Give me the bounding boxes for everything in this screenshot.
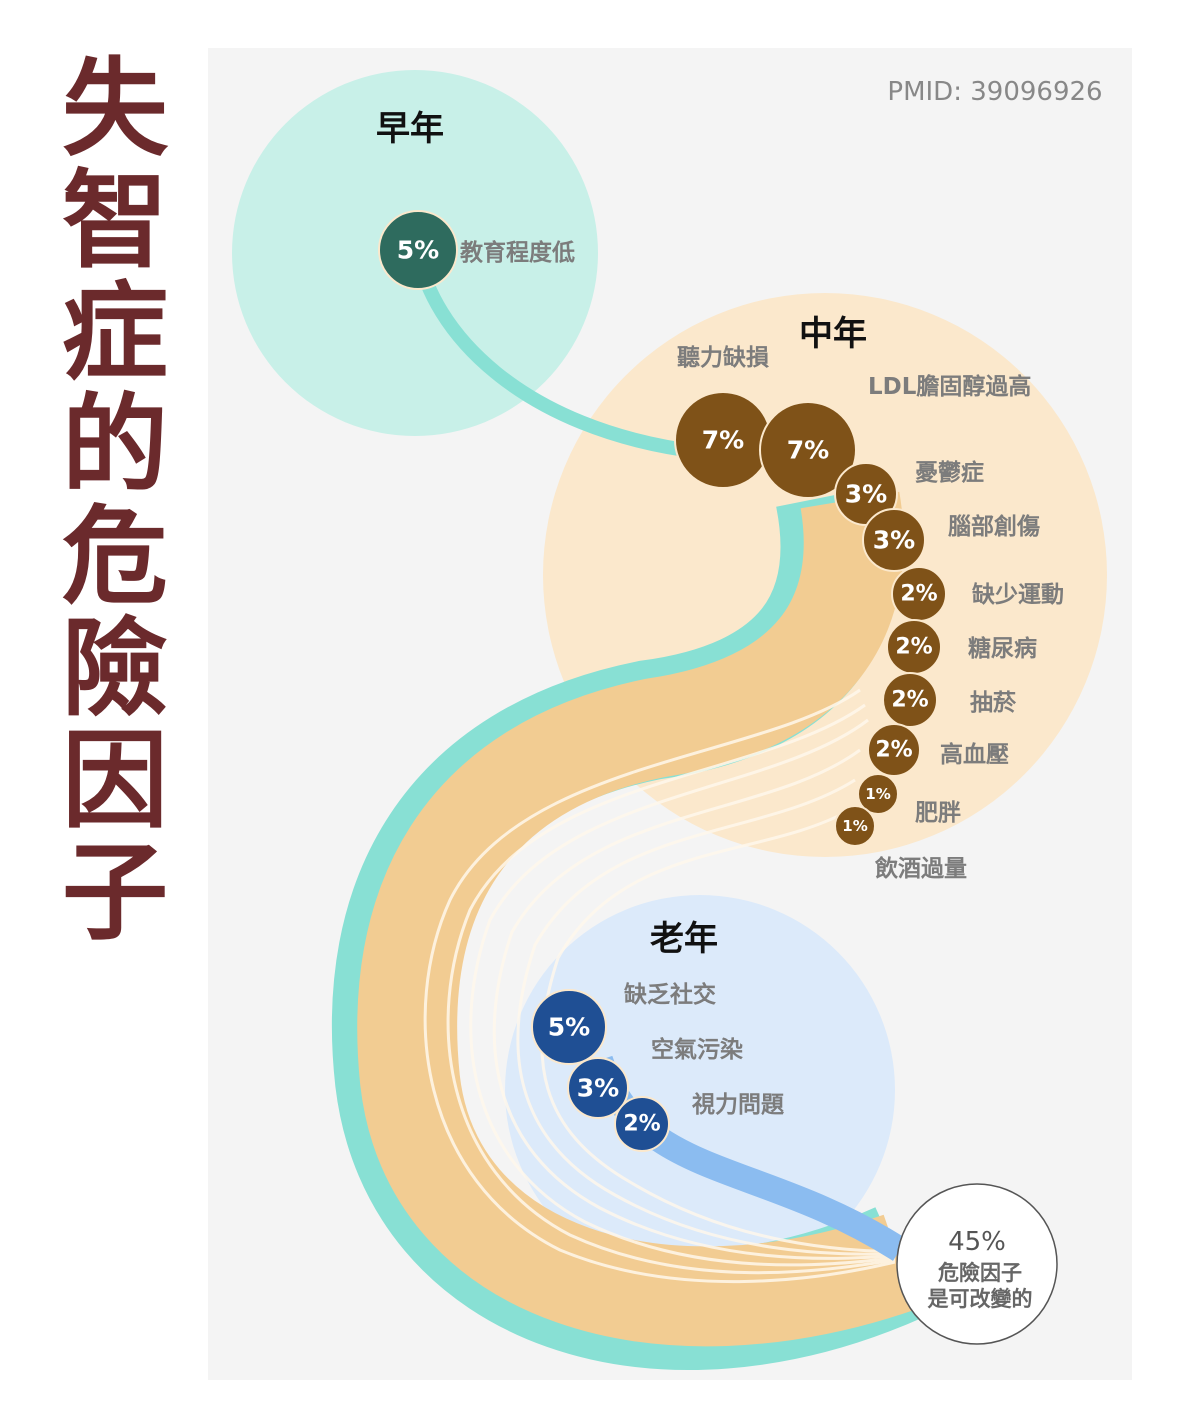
factor-percent: 3% (577, 1074, 619, 1103)
factor-percent: 2% (875, 738, 912, 763)
factor-label: 飲酒過量 (874, 855, 967, 882)
pmid-label: PMID: 39096926 (887, 77, 1102, 107)
factor-label: 肥胖 (915, 799, 961, 826)
factor-bubble (614, 1096, 670, 1152)
factor-mid-6: 2% 抽菸 (882, 672, 1017, 728)
factor-mid-4: 2% 缺少運動 (891, 566, 1064, 622)
factor-mid-3: 3% 腦部創傷 (862, 508, 1040, 572)
factor-percent: 2% (895, 635, 932, 660)
factor-bubble (759, 401, 857, 499)
factor-mid-7: 2% 高血壓 (867, 723, 1009, 777)
factor-label: 糖尿病 (968, 635, 1037, 662)
factor-label: 教育程度低 (460, 239, 575, 266)
factor-percent: 7% (702, 426, 744, 455)
summary-percent: 45% (948, 1227, 1006, 1257)
factor-mid-8: 1% 肥胖 (857, 773, 961, 826)
factor-label: LDL膽固醇過高 (868, 373, 1031, 400)
factor-bubble (867, 723, 921, 777)
factor-percent: 1% (865, 785, 890, 803)
factor-label: 腦部創傷 (948, 513, 1040, 540)
factor-bubble (862, 508, 926, 572)
factor-percent: 5% (548, 1013, 590, 1042)
factor-percent: 1% (842, 817, 867, 835)
factor-late-1: 3% 空氣污染 (567, 1036, 743, 1119)
summary-circle (896, 1183, 1058, 1345)
summary-line2: 是可改變的 (928, 1287, 1033, 1311)
summary-line1: 危險因子 (938, 1261, 1022, 1285)
factor-percent: 2% (900, 582, 937, 607)
factor-label: 聽力缺損 (677, 344, 769, 371)
factor-mid-1: 7% LDL膽固醇過高 (759, 373, 1031, 499)
factor-label: 憂鬱症 (915, 459, 984, 486)
factor-late-2: 2% 視力問題 (614, 1092, 785, 1152)
mid-flow-band (357, 491, 917, 1347)
factor-mid-5: 2% 糖尿病 (886, 619, 1037, 675)
factor-late-0: 5% 缺乏社交 (531, 981, 716, 1065)
stage-label-late: 老年 (650, 919, 718, 959)
factor-mid-9: 1% 飲酒過量 (834, 805, 967, 882)
factor-bubble (857, 773, 899, 815)
factor-early-0: 5% 教育程度低 (378, 210, 575, 290)
stage-label-mid: 中年 (799, 314, 867, 354)
factor-label: 缺乏社交 (624, 981, 716, 1008)
factor-label: 缺少運動 (972, 581, 1064, 608)
factor-bubble (567, 1057, 629, 1119)
factor-percent: 3% (873, 526, 915, 555)
factor-label: 空氣污染 (651, 1036, 743, 1063)
factor-bubble (834, 805, 876, 847)
flow-stripes (423, 688, 896, 1284)
factor-label: 高血壓 (940, 741, 1009, 768)
factor-percent: 2% (891, 688, 928, 713)
page-title: 失智症的危險因子 (44, 52, 167, 948)
factor-bubble (378, 210, 458, 290)
factor-percent: 3% (845, 480, 887, 509)
factor-bubble (882, 672, 938, 728)
factor-percent: 7% (787, 436, 829, 465)
factor-percent: 5% (397, 236, 439, 265)
factor-label: 視力問題 (691, 1092, 785, 1118)
factor-bubble (531, 989, 607, 1065)
factor-label: 抽菸 (970, 690, 1017, 716)
stage-label-early: 早年 (376, 109, 444, 149)
factor-mid-0: 7% 聽力缺損 (674, 344, 772, 489)
factor-percent: 2% (623, 1112, 660, 1137)
